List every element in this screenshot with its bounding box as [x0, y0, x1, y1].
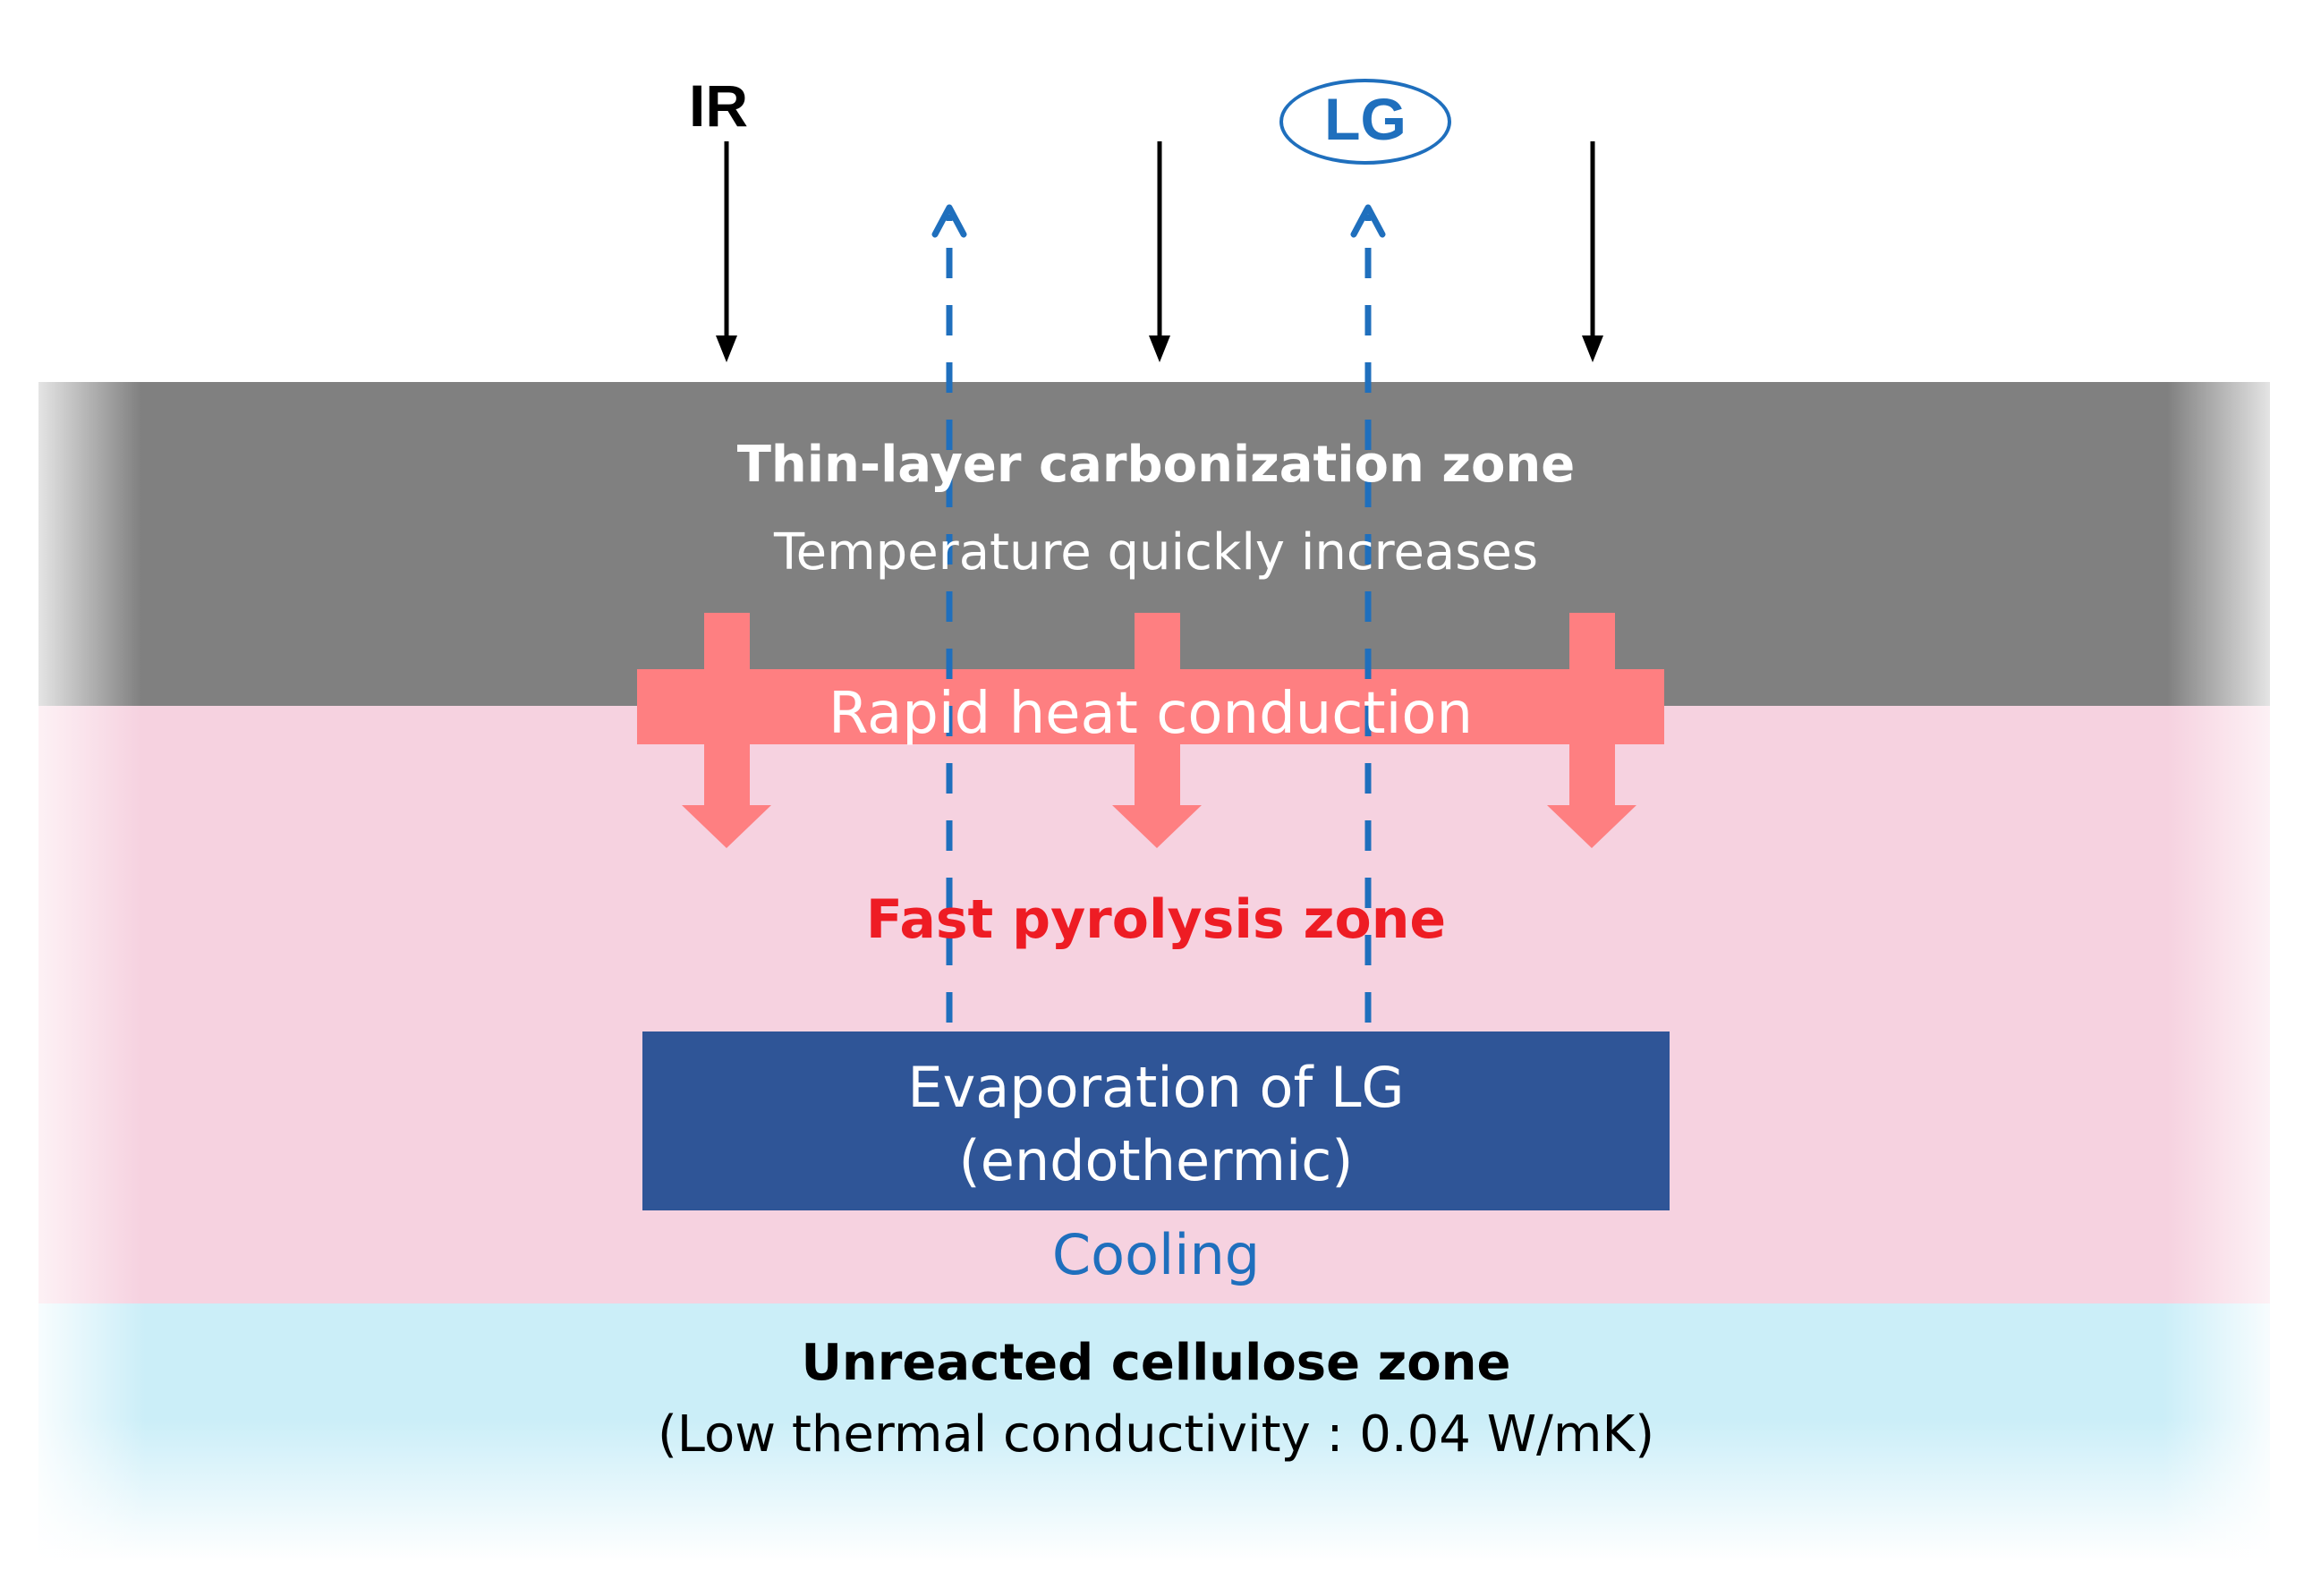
pyrolysis-zone-title: Fast pyrolysis zone	[865, 888, 1447, 951]
carbonization-zone-subtitle: Temperature quickly increases	[773, 523, 1539, 582]
ir-arrows	[716, 141, 1603, 362]
lg-arrow-2-head	[1350, 204, 1386, 238]
lg-label: LG	[1324, 86, 1407, 152]
ir-label: IR	[689, 72, 748, 139]
cellulose-zone-edge-fade	[38, 1303, 2270, 1561]
lg-ellipse	[1279, 79, 1451, 165]
evaporation-endothermic-label: (endothermic)	[958, 1128, 1354, 1193]
heat-arrow-left	[682, 613, 771, 848]
heat-conduction-arrows	[637, 613, 1664, 848]
ir-arrow-2-head	[1149, 335, 1170, 362]
cooling-label: Cooling	[1051, 1222, 1261, 1287]
heat-arrow-right	[1547, 613, 1636, 848]
ir-arrow-1-head	[716, 335, 737, 362]
evaporation-box	[642, 1031, 1670, 1210]
lg-arrows	[931, 204, 1386, 1023]
heat-conduction-label: Rapid heat conduction	[828, 681, 1474, 747]
lg-arrow-1-head	[931, 204, 967, 238]
heat-arrow-middle	[1112, 613, 1202, 848]
evaporation-label: Evaporation of LG	[907, 1055, 1405, 1120]
cellulose-zone-title: Unreacted cellulose zone	[801, 1334, 1511, 1392]
carbonization-zone-title: Thin-layer carbonization zone	[736, 436, 1576, 494]
ir-arrow-3-head	[1582, 335, 1603, 362]
cellulose-zone-subtitle: (Low thermal conductivity : 0.04 W/mK)	[657, 1405, 1655, 1464]
